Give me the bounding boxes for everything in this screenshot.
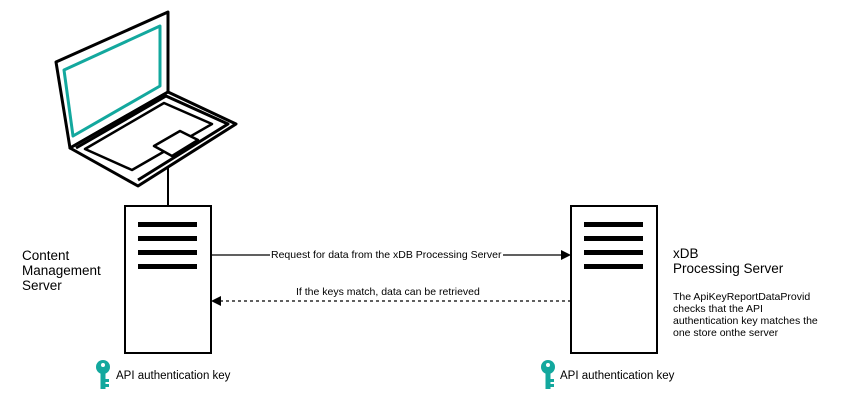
xdb-label-line: xDB xyxy=(673,246,699,261)
cms-label-line: Management xyxy=(22,263,101,278)
note-line: authentication key matches the xyxy=(673,315,818,327)
cms-server-icon xyxy=(124,205,212,354)
cms-label-line: Server xyxy=(22,278,62,293)
response-edge-label: If the keys match, data can be retrieved xyxy=(295,286,481,298)
left-key-label: API authentication key xyxy=(116,370,231,382)
note-line: one store onthe server xyxy=(673,327,779,339)
laptop-icon xyxy=(54,10,238,188)
note-line: checks that the API xyxy=(673,303,763,315)
xdb-note: The ApiKeyReportDataProvid checks that t… xyxy=(673,291,848,339)
note-line: The ApiKeyReportDataProvid xyxy=(673,291,811,303)
xdb-server-label: xDB Processing Server xyxy=(673,246,783,276)
right-key-label: API authentication key xyxy=(560,370,675,382)
cms-label-line: Content xyxy=(22,248,70,263)
request-edge-label: Request for data from the xDB Processing… xyxy=(270,249,503,261)
xdb-server-icon xyxy=(570,205,658,354)
key-icon xyxy=(541,360,555,389)
cms-server-label: Content Management Server xyxy=(22,248,101,293)
xdb-label-line: Processing Server xyxy=(673,261,784,276)
key-icon xyxy=(96,360,110,389)
